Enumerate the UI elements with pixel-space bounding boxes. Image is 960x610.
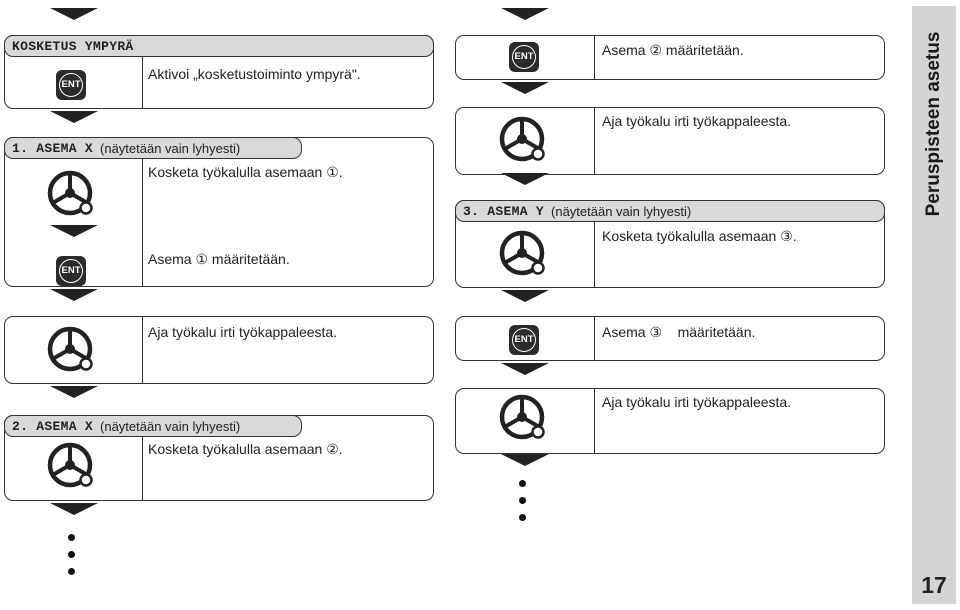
ent-key-icon: ENT <box>509 325 539 355</box>
ent-label: ENT <box>61 265 81 276</box>
divider <box>594 316 595 361</box>
activate-text: Aktivoi „kosketustoiminto ympyrä". <box>148 66 361 82</box>
flow-arrow <box>501 8 549 20</box>
flow-arrow <box>50 289 98 301</box>
flow-arrow <box>50 111 98 123</box>
step3-text: Kosketa työkalulla asemaan ③. <box>602 228 797 244</box>
ent-label: ENT <box>514 51 534 62</box>
set2-text: Asema ② määritetään. <box>602 42 744 58</box>
step1-header: 1. ASEMA X (näytetään vain lyhyesti) <box>4 137 302 159</box>
divider <box>142 159 143 287</box>
step1-note: (näytetään vain lyhyesti) <box>100 140 241 156</box>
continuation-dot <box>519 514 526 521</box>
chapter-sidebar <box>912 6 956 604</box>
divider <box>142 316 143 384</box>
ent-label: ENT <box>61 79 81 90</box>
step2-note: (näytetään vain lyhyesti) <box>100 418 241 434</box>
page-title: KOSKETUS YMPYRÄ <box>12 38 134 54</box>
flow-arrow <box>50 503 98 515</box>
step3-code: 3. ASEMA Y <box>463 203 545 219</box>
divider <box>594 107 595 175</box>
chapter-title: Peruspisteen asetus <box>923 31 944 217</box>
ent-key-icon: ENT <box>56 70 86 100</box>
handwheel-icon <box>497 228 547 278</box>
step1-code: 1. ASEMA X <box>12 140 94 156</box>
continuation-dot <box>68 551 75 558</box>
flow-arrow <box>501 454 549 466</box>
divider <box>594 388 595 454</box>
ent-key-icon: ENT <box>56 256 86 286</box>
divider <box>594 35 595 80</box>
step2-code: 2. ASEMA X <box>12 418 94 434</box>
flow-arrow <box>50 8 98 20</box>
set3-text: Asema ③ määritetään. <box>602 324 756 340</box>
handwheel-icon <box>497 392 547 442</box>
step2-header: 2. ASEMA X (näytetään vain lyhyesti) <box>4 415 302 437</box>
retract2-text: Aja työkalu irti työkappaleesta. <box>602 113 792 129</box>
page-number: 17 <box>921 572 947 598</box>
title-header: KOSKETUS YMPYRÄ <box>4 35 434 57</box>
flow-arrow <box>501 363 549 375</box>
continuation-dot <box>519 480 526 487</box>
retract1-text: Aja työkalu irti työkappaleesta. <box>148 324 338 340</box>
set1-text: Asema ① määritetään. <box>148 251 290 267</box>
handwheel-icon <box>497 114 547 164</box>
flow-arrow <box>501 290 549 302</box>
flow-arrow <box>501 82 549 94</box>
ent-key-icon: ENT <box>509 42 539 72</box>
handwheel-icon <box>45 440 95 490</box>
handwheel-icon <box>45 168 95 218</box>
divider <box>142 437 143 501</box>
divider <box>142 57 143 109</box>
step2-text: Kosketa työkalulla asemaan ②. <box>148 441 343 457</box>
continuation-dot <box>519 497 526 504</box>
step1-text: Kosketa työkalulla asemaan ①. <box>148 164 343 180</box>
flow-arrow <box>50 225 98 237</box>
step3-header: 3. ASEMA Y (näytetään vain lyhyesti) <box>455 200 885 222</box>
continuation-dot <box>68 568 75 575</box>
retract3-text: Aja työkalu irti työkappaleesta. <box>602 394 792 410</box>
flow-arrow <box>50 386 98 398</box>
step3-note: (näytetään vain lyhyesti) <box>551 203 692 219</box>
ent-label: ENT <box>514 334 534 345</box>
continuation-dot <box>68 534 75 541</box>
divider <box>594 222 595 288</box>
handwheel-icon <box>45 324 95 374</box>
flow-arrow <box>501 173 549 185</box>
